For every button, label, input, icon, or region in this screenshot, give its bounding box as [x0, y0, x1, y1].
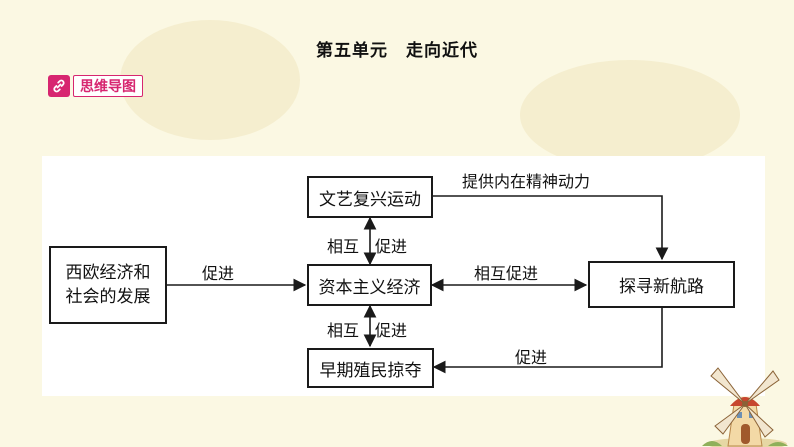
node-renaissance-label: 文艺复兴运动 — [319, 189, 421, 210]
node-renaissance: 文艺复兴运动 — [307, 176, 433, 218]
windmill-illustration — [702, 367, 788, 447]
link-icon — [48, 75, 70, 97]
edge-label-europe-to-capitalism: 促进 — [202, 264, 235, 283]
node-new-routes: 探寻新航路 — [588, 261, 735, 308]
page-title: 第五单元 走向近代 — [316, 41, 478, 61]
edge-renaissance-to-routes — [433, 195, 669, 261]
section-tag-label: 思维导图 — [73, 75, 143, 97]
edge-label-capitalism-colonial-right: 促进 — [375, 321, 408, 340]
edge-label-capitalism-colonial-left: 相互 — [327, 321, 360, 340]
node-western-europe: 西欧经济和 社会的发展 — [49, 246, 167, 324]
edge-label-routes-to-colonial: 促进 — [515, 348, 548, 367]
background-texture — [520, 60, 740, 170]
edge-label-renaissance-capitalism-left: 相互 — [327, 237, 360, 256]
edge-label-renaissance-capitalism-right: 促进 — [375, 237, 408, 256]
node-western-europe-line1: 西欧经济和 — [65, 263, 151, 283]
background-texture — [120, 20, 300, 140]
node-new-routes-label: 探寻新航路 — [619, 277, 704, 297]
node-colonial-plunder: 早期殖民掠夺 — [307, 348, 434, 388]
node-colonial-plunder-label: 早期殖民掠夺 — [319, 360, 422, 381]
diagram-connectors — [167, 195, 669, 374]
node-capitalist-economy-label: 资本主义经济 — [318, 277, 421, 298]
node-capitalist-economy: 资本主义经济 — [307, 264, 432, 306]
edge-routes-to-colonial — [432, 308, 663, 374]
node-western-europe-line2: 社会的发展 — [65, 287, 151, 307]
edge-label-renaissance-to-routes: 提供内在精神动力 — [462, 172, 591, 191]
mind-map-diagram: 文艺复兴运动 西欧经济和 社会的发展 资本主义经济 探寻新航路 早期殖民掠夺 提… — [42, 156, 765, 396]
section-tag: 思维导图 — [48, 75, 143, 97]
edge-label-capitalism-routes: 相互促进 — [474, 264, 539, 283]
